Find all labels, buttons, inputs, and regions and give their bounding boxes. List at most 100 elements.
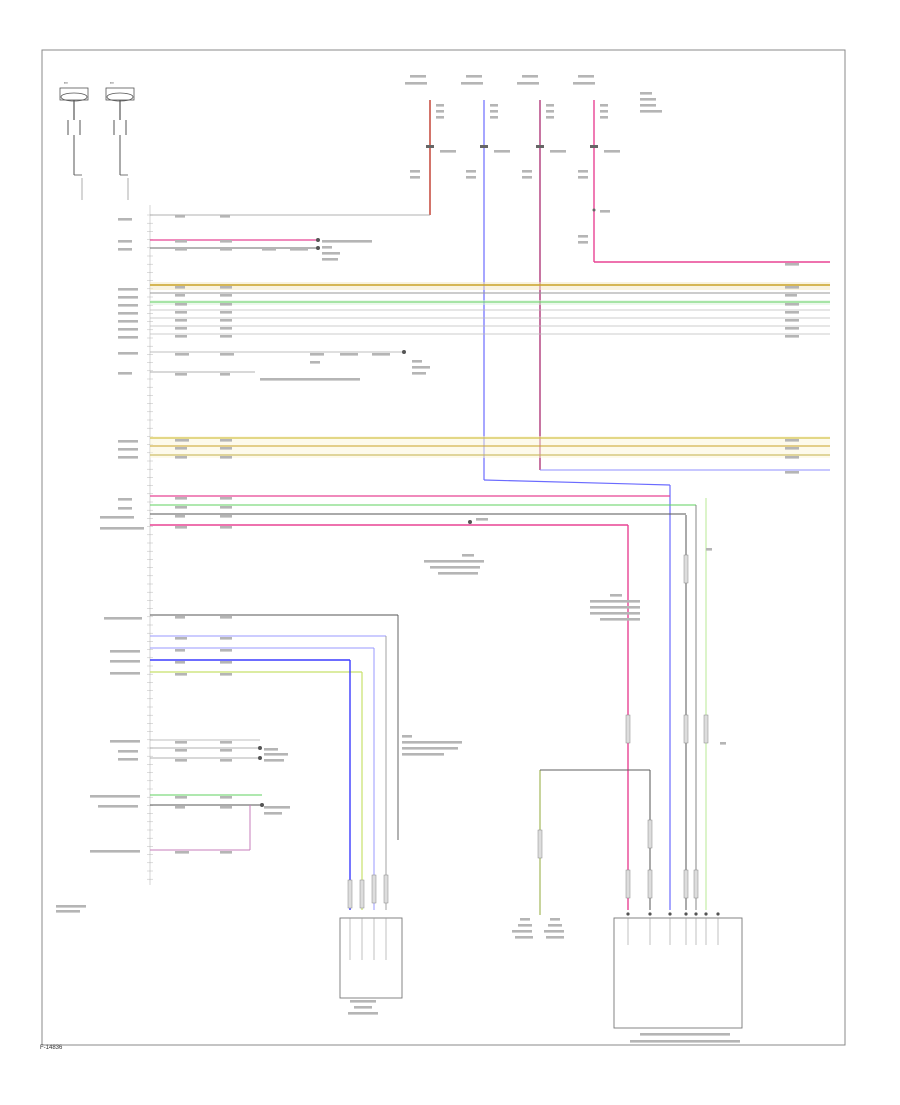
audio-input-jack bbox=[339, 917, 403, 999]
illegible-label-mark bbox=[461, 82, 483, 85]
illegible-label-mark bbox=[412, 372, 426, 375]
antenna-symbols: ▪▪▪ ▪▪▪ bbox=[59, 81, 135, 200]
illegible-label-mark bbox=[118, 288, 138, 291]
module-pin bbox=[716, 912, 720, 916]
illegible-label-mark bbox=[402, 753, 444, 756]
module-pin bbox=[626, 912, 630, 916]
illegible-label-mark bbox=[260, 378, 360, 381]
illegible-label-mark bbox=[220, 759, 232, 762]
illegible-label-mark bbox=[573, 82, 595, 85]
illegible-label-mark bbox=[785, 456, 799, 459]
illegible-label-mark bbox=[118, 750, 138, 753]
illegible-label-mark bbox=[402, 747, 458, 750]
illegible-label-mark bbox=[175, 319, 187, 322]
illegible-label-mark bbox=[118, 507, 132, 510]
illegible-label-mark bbox=[175, 661, 185, 664]
illegible-label-mark bbox=[785, 303, 799, 306]
illegible-label-mark bbox=[118, 352, 138, 355]
illegible-label-mark bbox=[175, 637, 187, 640]
inline-connector-block bbox=[703, 714, 709, 744]
inline-connector-block bbox=[625, 869, 631, 899]
illegible-label-mark bbox=[466, 75, 482, 78]
illegible-label-mark bbox=[590, 612, 640, 615]
module-pin bbox=[668, 912, 672, 916]
illegible-label-mark bbox=[175, 373, 187, 376]
illegible-label-mark bbox=[175, 248, 187, 251]
illegible-label-mark bbox=[600, 618, 640, 621]
antenna-symbol-1: ▪▪▪ bbox=[59, 81, 89, 176]
illegible-label-mark bbox=[785, 471, 799, 474]
illegible-label-mark bbox=[600, 116, 608, 119]
illegible-label-mark bbox=[220, 456, 232, 459]
illegible-label-mark bbox=[175, 649, 185, 652]
illegible-label-mark bbox=[522, 75, 538, 78]
illegible-label-mark bbox=[262, 248, 276, 251]
illegible-label-mark bbox=[578, 75, 594, 78]
illegible-label-mark bbox=[785, 294, 797, 297]
illegible-label-mark bbox=[175, 294, 185, 297]
illegible-label-mark bbox=[220, 497, 232, 500]
inline-connector-block bbox=[347, 879, 353, 909]
illegible-label-mark bbox=[410, 170, 420, 173]
illegible-label-mark bbox=[462, 554, 474, 557]
illegible-label-mark bbox=[550, 150, 566, 153]
illegible-label-mark bbox=[264, 753, 288, 756]
illegible-label-mark bbox=[322, 246, 332, 249]
illegible-label-mark bbox=[604, 150, 620, 153]
inline-connector-block bbox=[683, 714, 689, 744]
inline-connector-block bbox=[683, 554, 689, 584]
illegible-label-mark bbox=[175, 335, 187, 338]
illegible-label-mark bbox=[785, 263, 799, 266]
inline-connector-block bbox=[647, 819, 653, 849]
illegible-label-mark bbox=[438, 572, 478, 575]
illegible-label-mark bbox=[110, 660, 140, 663]
illegible-label-mark bbox=[118, 218, 132, 221]
illegible-label-mark bbox=[340, 353, 358, 356]
illegible-label-mark bbox=[424, 560, 484, 563]
module-pin bbox=[648, 912, 652, 916]
illegible-label-mark bbox=[175, 749, 187, 752]
illegible-label-mark bbox=[436, 104, 444, 107]
illegible-label-mark bbox=[220, 616, 232, 619]
illegible-label-mark bbox=[220, 303, 232, 306]
illegible-label-mark bbox=[490, 116, 498, 119]
illegible-label-mark bbox=[56, 910, 80, 913]
illegible-label-mark bbox=[220, 851, 232, 854]
illegible-label-mark bbox=[600, 210, 610, 213]
inline-connector-block bbox=[371, 874, 377, 904]
illegible-label-mark bbox=[720, 742, 726, 745]
antenna-symbol-2: ▪▪▪ bbox=[105, 81, 135, 176]
illegible-label-mark bbox=[290, 248, 308, 251]
inline-connector-block bbox=[383, 874, 389, 904]
illegible-label-mark bbox=[118, 312, 138, 315]
illegible-label-mark bbox=[578, 176, 588, 179]
inline-connectors bbox=[347, 554, 709, 909]
illegible-label-mark bbox=[785, 311, 799, 314]
illegible-label-mark bbox=[175, 439, 189, 442]
wire-band bbox=[150, 436, 830, 458]
illegible-label-mark bbox=[410, 75, 426, 78]
illegible-label-mark bbox=[175, 526, 187, 529]
illegible-label-mark bbox=[264, 812, 282, 815]
illegible-label-mark bbox=[118, 448, 138, 451]
harness-wires bbox=[150, 239, 830, 851]
illegible-label-mark bbox=[110, 672, 140, 675]
illegible-label-mark bbox=[175, 616, 185, 619]
illegible-label-mark bbox=[354, 1006, 372, 1009]
illegible-label-mark bbox=[220, 447, 232, 450]
illegible-label-mark bbox=[322, 258, 338, 261]
module-pin bbox=[694, 912, 698, 916]
illegible-label-mark bbox=[175, 447, 187, 450]
illegible-label-mark bbox=[220, 327, 232, 330]
illegible-label-mark bbox=[785, 327, 799, 330]
illegible-label-mark bbox=[110, 650, 140, 653]
illegible-label-mark bbox=[350, 1000, 376, 1003]
svg-text:▪▪▪: ▪▪▪ bbox=[64, 81, 68, 85]
illegible-label-mark bbox=[405, 82, 427, 85]
illegible-label-mark bbox=[220, 240, 232, 243]
illegible-label-mark bbox=[220, 335, 232, 338]
illegible-label-mark bbox=[175, 286, 185, 289]
illegible-label-mark bbox=[600, 104, 608, 107]
illegible-label-mark bbox=[410, 176, 420, 179]
